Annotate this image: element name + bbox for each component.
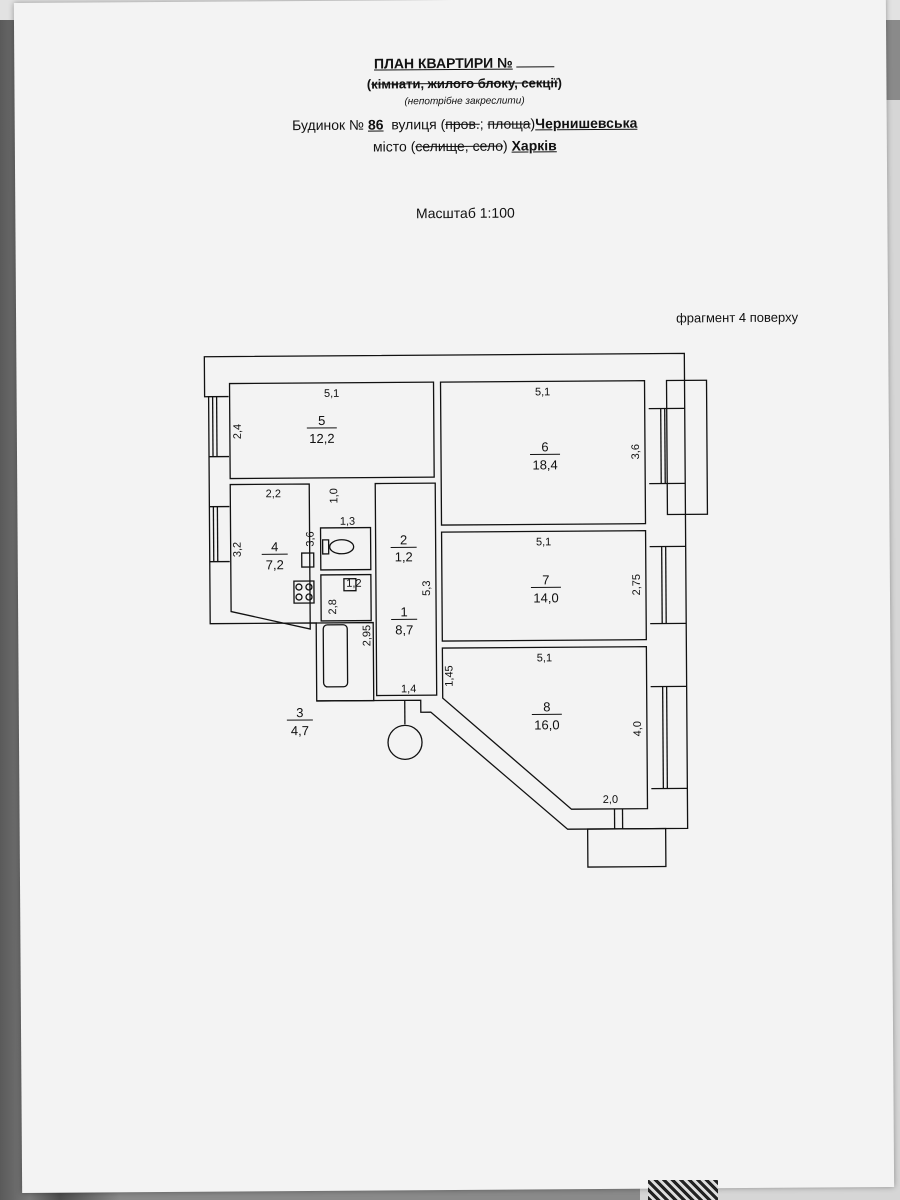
room-7-area: 14,0 xyxy=(533,590,558,605)
windows xyxy=(208,395,688,829)
dim-r4-width: 2,2 xyxy=(266,488,281,500)
dim-bath-depth-1: 2,8 xyxy=(327,599,339,614)
dim-r7-width: 5,1 xyxy=(536,536,551,548)
dim-r4-inner-1: 1,0 xyxy=(328,488,340,503)
room-7-number: 7 xyxy=(542,572,549,587)
dim-r8-width: 5,1 xyxy=(537,652,552,664)
room-4-outline xyxy=(229,483,311,630)
room-3-outline xyxy=(316,621,375,702)
document-sheet: ПЛАН КВАРТИРИ № (кімнати, жилого блоку, … xyxy=(13,0,895,1194)
dim-r6-width: 5,1 xyxy=(535,386,550,398)
floor-plan: 5 12,2 6 18,4 4 7,2 2 1,2 1 8,7 7 14,0 8… xyxy=(203,352,709,868)
room-5-area: 12,2 xyxy=(309,431,334,446)
room-8-number: 8 xyxy=(543,699,550,714)
dim-r5-width: 5,1 xyxy=(324,388,339,400)
bathtub xyxy=(322,624,349,688)
dim-wc-width: 1,3 xyxy=(340,516,355,528)
balcony-right xyxy=(665,379,709,516)
sink-icon xyxy=(301,552,315,568)
dim-r8-bottom: 2,0 xyxy=(603,794,618,806)
dim-hall-width: 1,4 xyxy=(401,683,416,695)
room-4-area: 7,2 xyxy=(266,557,284,572)
room-4-number: 4 xyxy=(271,539,278,554)
room-6-area: 18,4 xyxy=(532,457,557,472)
room-1-area: 8,7 xyxy=(395,622,413,637)
room-2-area: 1,2 xyxy=(395,549,413,564)
room-3-area: 4,7 xyxy=(291,723,309,738)
wc-outline xyxy=(319,526,372,571)
dim-r5-depth: 2,4 xyxy=(232,424,244,439)
dim-r6-depth: 3,6 xyxy=(630,444,642,459)
room-5-outline xyxy=(228,381,435,480)
entrance-stair-icon xyxy=(387,724,423,760)
hall-outline xyxy=(374,482,438,697)
outer-wall xyxy=(203,352,689,830)
dim-hall-step: 1,45 xyxy=(443,665,455,687)
toilet-icon xyxy=(329,539,355,555)
dim-r8-depth: 4,0 xyxy=(632,721,644,736)
balcony-bottom xyxy=(586,827,667,868)
room-2-number: 2 xyxy=(400,532,407,547)
stove-icon xyxy=(293,580,315,604)
dim-bath-small: 1,2 xyxy=(346,578,361,590)
dim-r4-inner-2: 3,6 xyxy=(305,531,317,546)
dim-r4-depth: 3,2 xyxy=(232,542,244,557)
barcode-stamp xyxy=(648,1180,718,1200)
room-3-number: 3 xyxy=(296,705,303,720)
washbasin-icon xyxy=(343,578,357,592)
bath-small-outline xyxy=(320,573,372,622)
room-1-number: 1 xyxy=(400,604,407,619)
dim-r7-depth: 2,75 xyxy=(631,574,643,596)
dim-hall-depth: 5,3 xyxy=(421,580,433,595)
room-7-outline xyxy=(440,530,647,642)
dim-bath-depth-2: 2,95 xyxy=(361,625,373,647)
room-6-number: 6 xyxy=(541,439,548,454)
room-6-outline xyxy=(439,380,647,526)
room-8-outline xyxy=(441,646,649,810)
room-5-number: 5 xyxy=(318,413,325,428)
room-8-area: 16,0 xyxy=(534,717,559,732)
